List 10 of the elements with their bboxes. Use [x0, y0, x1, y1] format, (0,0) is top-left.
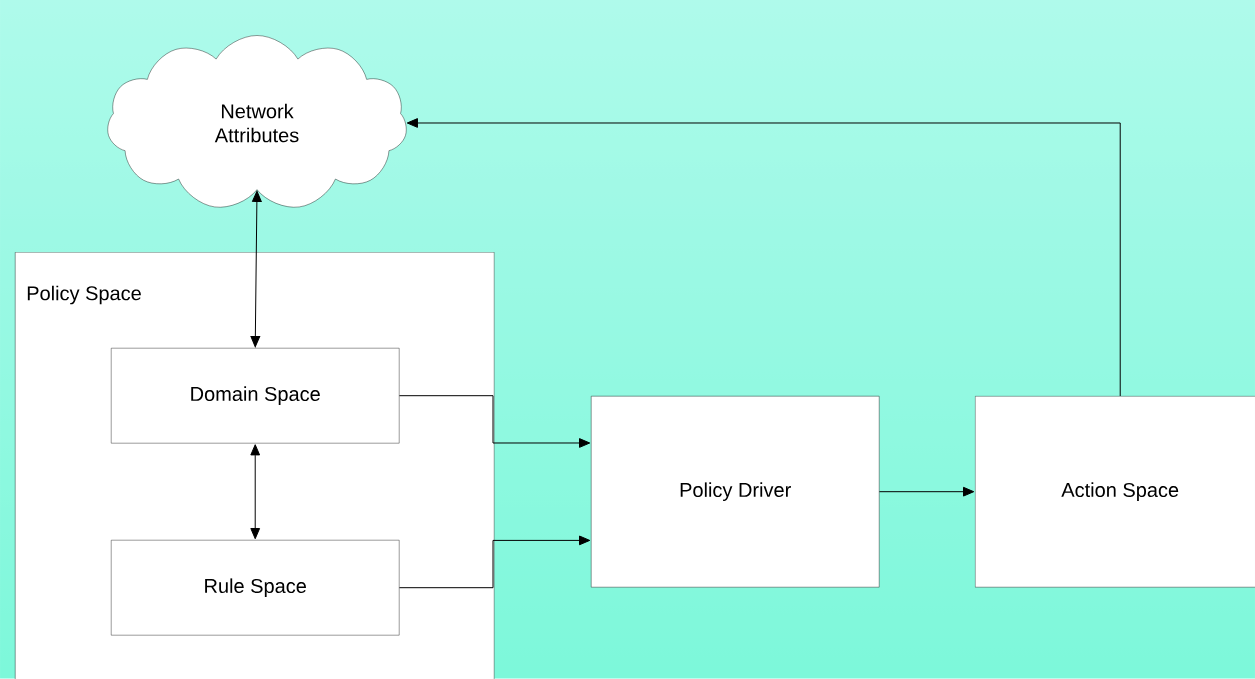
process-box: Rule Space	[111, 540, 400, 636]
process-box: Domain Space	[111, 348, 400, 444]
process-box: Policy Driver	[591, 396, 880, 588]
process-box: Action Space	[975, 396, 1255, 588]
arrow	[398, 535, 591, 589]
arrow	[406, 118, 1121, 397]
arrow	[878, 486, 975, 497]
arrow	[250, 444, 261, 540]
arrow	[398, 395, 591, 448]
arrow	[250, 190, 262, 348]
